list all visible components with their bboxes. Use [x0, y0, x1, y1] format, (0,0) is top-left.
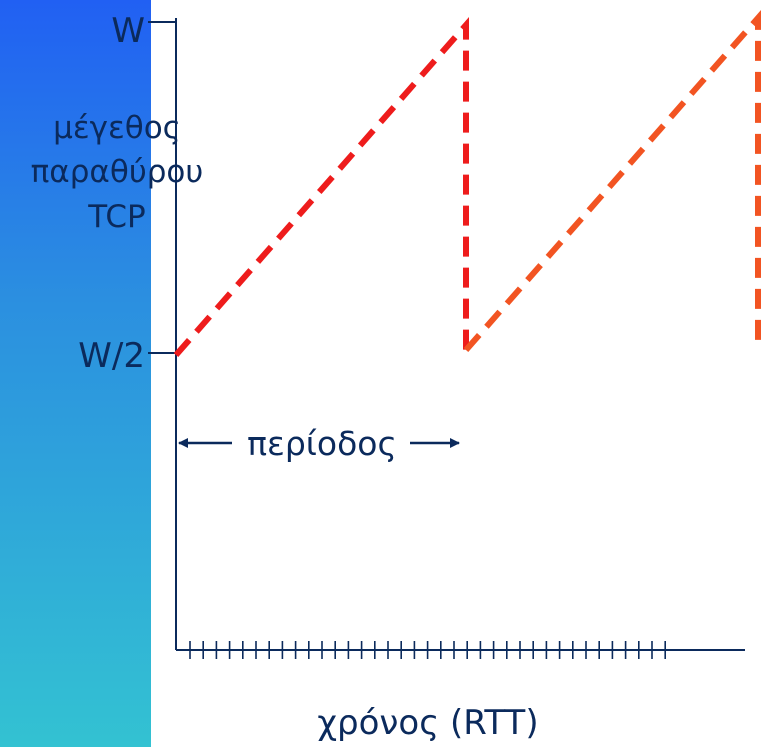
y-label-w: W — [111, 11, 145, 51]
sawtooth-first-period — [173, 17, 469, 357]
y-axis-label-line1: μέγεθος — [53, 110, 181, 146]
rtt-tick-marks — [189, 641, 667, 659]
y-axis-label-line2: παραθύρου — [31, 154, 204, 190]
x-axis-label: χρόνος (RTT) — [317, 703, 538, 743]
period-label: περίοδος — [247, 424, 397, 463]
gradient-side-bar — [0, 0, 151, 747]
y-label-w-half: W/2 — [78, 336, 145, 376]
y-axis-label-line3: TCP — [87, 199, 145, 235]
sawtooth-second-period — [463, 10, 761, 352]
